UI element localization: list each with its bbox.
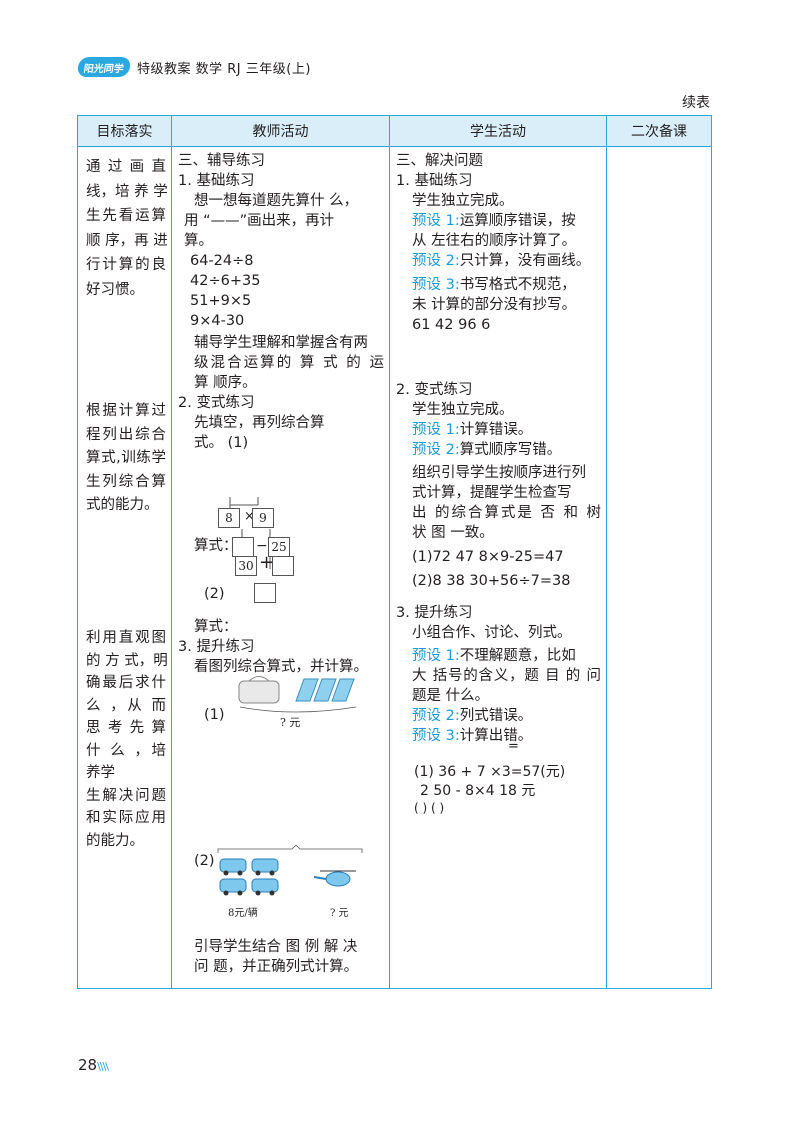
pic2-price: ? 元 [330, 908, 349, 919]
goal-3: 利用直观图 的 方 式，明 确最后求什 么 ，从 而 思 考 先 算 什 么 ，… [86, 630, 168, 849]
page-number-marks: \\\\ [97, 1060, 109, 1073]
formula-label-2: 算式： [194, 619, 238, 635]
tree-op-mul: × [244, 509, 255, 524]
continued-label: 续表 [682, 95, 710, 111]
p3-equals-mark: = [508, 739, 519, 754]
col-header-notes: 二次备课 [606, 115, 712, 147]
teacher-section-3: 3. 提升练习 看图列综合算式，并计算。 [178, 639, 368, 675]
cars-and-helicopter-image [217, 845, 363, 896]
pic1-label: (1) [204, 707, 225, 723]
brand-logo: 阳光同学 [76, 57, 132, 77]
student-section-2: 2. 变式练习 学生独立完成。 预设 1:计算错误。 预设 2:算式顺序写错。 … [396, 382, 601, 589]
page-number: 28 [78, 1056, 98, 1074]
pic2-label: (2) [194, 853, 215, 869]
book-title: 特级教案 数学 RJ 三年级(上) [137, 61, 311, 77]
goal-1: 通 过 画 直 线，培 养 学 生先看运算 顺 序，再 进 行计算的良 好习惯。 [86, 159, 168, 298]
tree-box-blank-3 [254, 583, 276, 603]
expr-3: 51+9×5 [190, 293, 252, 309]
pic2-unit-price: 8元/辆 [228, 908, 258, 919]
bag-and-books-image [238, 676, 357, 713]
page-footer: 28\\\\ [78, 1056, 109, 1074]
tree-op-minus: − [256, 538, 268, 554]
teacher-guide: 引导学生结合 图 例 解 决 问 题，并正确列式计算。 [194, 939, 359, 975]
p1-answers: 61 42 96 6 [412, 317, 491, 333]
lesson-table: 目标落实 教师活动 学生活动 二次备课 通 过 画 直 线，培 养 学 生先看运… [77, 115, 712, 989]
student-section-3: 3. 提升练习 小组合作、讨论、列式。 预设 1:不理解题意，比如 大 括号的含… [396, 605, 601, 744]
expr-2: 42÷6+35 [190, 273, 261, 289]
item-2-label: (2) [204, 586, 225, 602]
expr-1: 64-24÷8 [190, 253, 254, 269]
pic1-price: ? 元 [280, 716, 301, 729]
tree-box-9: 9 [252, 508, 274, 528]
formula-label-1: 算式： [194, 538, 238, 554]
tree-op-plus: + [259, 552, 275, 573]
notes-cell [606, 146, 712, 989]
p2-answer-1: (1)72 47 8×9-25=47 [412, 549, 564, 565]
tree-box-30: 30 [235, 556, 257, 576]
p2-answer-2: (2)8 38 30+56÷7=38 [412, 573, 571, 589]
student-section-1: 三、解决问题 1. 基础练习 学生独立完成。 预设 1:运算顺序错误，按 从 左… [396, 151, 601, 335]
tree-box-blank-2 [272, 556, 294, 576]
student-cell: 三、解决问题 1. 基础练习 学生独立完成。 预设 1:运算顺序错误，按 从 左… [389, 146, 607, 989]
goals-cell: 通 过 画 直 线，培 养 学 生先看运算 顺 序，再 进 行计算的良 好习惯。… [77, 146, 172, 989]
goal-2: 根据计算过 程列出综合 算式,训练学 生列综合算 式的能力。 [86, 403, 166, 513]
p3-answers: (1) 36 + 7 ×3=57(元) 2 50 - 8×4 18 元 ( ) … [414, 764, 566, 815]
tree-box-8: 8 [218, 508, 240, 528]
page-header: 阳光同学 特级教案 数学 RJ 三年级(上) [76, 54, 311, 80]
expr-4: 9×4-30 [190, 313, 245, 329]
teacher-section-1: 三、辅导练习 1. 基础练习 想一想每道题先算什 么， 用 “——”画出来，再计… [178, 153, 384, 451]
teacher-cell: 三、辅导练习 1. 基础练习 想一想每道题先算什 么， 用 “——”画出来，再计… [171, 146, 390, 989]
col-header-teacher: 教师活动 [171, 115, 390, 147]
col-header-goals: 目标落实 [77, 115, 172, 147]
col-header-student: 学生活动 [389, 115, 607, 147]
table-header-row: 目标落实 教师活动 学生活动 二次备课 [77, 115, 712, 147]
table-body-row: 通 过 画 直 线，培 养 学 生先看运算 顺 序，再 进 行计算的良 好习惯。… [77, 146, 712, 989]
